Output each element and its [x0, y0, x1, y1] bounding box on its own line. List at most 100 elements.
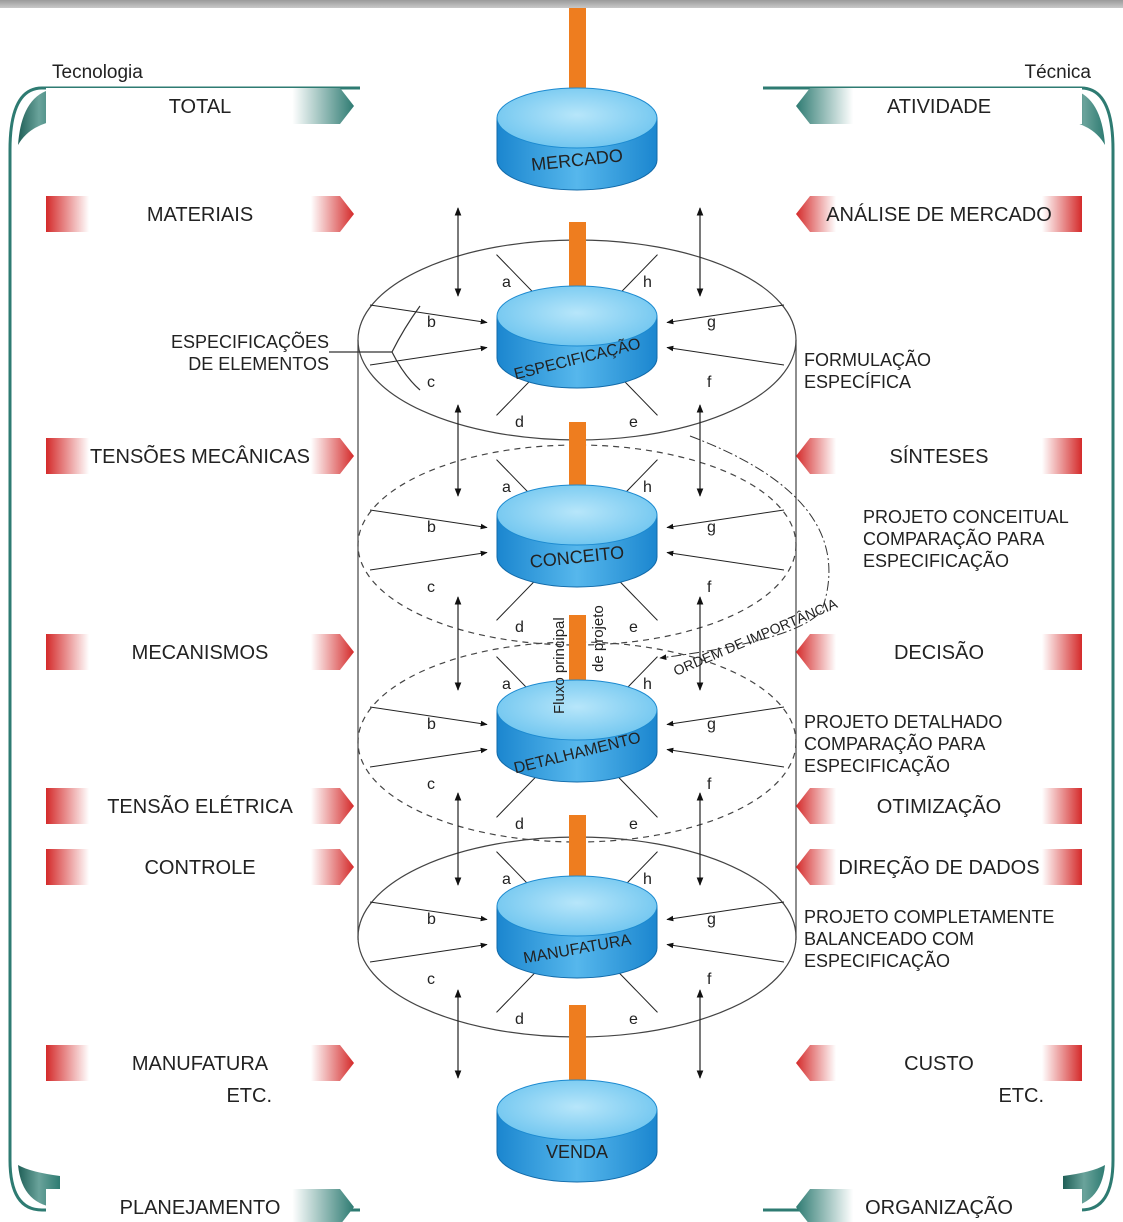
- disc-top: [496, 285, 658, 347]
- ellipse-detalhamento: [357, 641, 797, 843]
- right-banner-3-shape: [796, 788, 1082, 824]
- interaction-arrow: [611, 769, 658, 818]
- interaction-letter-a: a: [502, 479, 511, 496]
- spec-elements-line-1: ESPECIFICAÇÕES: [171, 331, 329, 352]
- importance-arc: [659, 435, 830, 660]
- interaction-arrow: [666, 550, 785, 571]
- right-banner-2-label: DECISÃO: [894, 640, 984, 664]
- spec-elements-line-2: DE ELEMENTOS: [188, 354, 329, 374]
- left-banner-1-label: TENSÕES MECÂNICAS: [90, 444, 310, 468]
- interaction-arrow: [666, 901, 785, 922]
- interaction-letter-c: c: [427, 579, 435, 596]
- ellipse-conceito: [357, 444, 797, 646]
- desc-conceitual-1: PROJETO CONCEITUAL: [863, 507, 1069, 527]
- stage-disc-1: ESPECIFICAÇÃO: [496, 285, 658, 389]
- interaction-arrow: [369, 550, 488, 571]
- right-top-banner: ATIVIDADE: [796, 88, 1082, 124]
- right-top-banner-shape: [796, 88, 1082, 124]
- interaction-arrow: [369, 942, 488, 963]
- flow-arrow-shaft: [569, 1005, 586, 1091]
- left-banner-3: TENSÃO ELÉTRICA: [46, 788, 354, 824]
- left-banner-1: TENSÕES MECÂNICAS: [46, 438, 354, 474]
- right-top-banner-label: ATIVIDADE: [887, 96, 991, 118]
- flow-arrow-shaft: [569, 8, 586, 94]
- left-banner-2-shape: [46, 634, 354, 670]
- interaction-arrow: [666, 942, 785, 963]
- right-banner-5: CUSTO: [796, 1045, 1082, 1081]
- left-banner-5-shape: [46, 1045, 354, 1081]
- left-banner-2-label: MECANISMOS: [132, 642, 269, 664]
- left-banner-5-label: MANUFATURA: [132, 1053, 269, 1075]
- interaction-letter-c: c: [427, 776, 435, 793]
- interaction-letter-h: h: [643, 479, 652, 496]
- flow-label-line-2: de projeto: [590, 605, 607, 672]
- interaction-arrow: [666, 345, 785, 366]
- flow-arrow-shaft: [569, 615, 586, 701]
- interaction-letter-b: b: [427, 314, 436, 331]
- banners: MATERIAIS TENSÕES MECÂNICAS MECANISMOS TENS…: [46, 88, 1082, 1222]
- left-banner-4-shape: [46, 849, 354, 885]
- left-banner-2: MECANISMOS: [46, 634, 354, 670]
- desc-formulacao-2: ESPECÍFICA: [804, 372, 911, 392]
- left-banner-0: MATERIAIS: [46, 196, 354, 232]
- interaction-letter-g: g: [707, 911, 716, 928]
- left-banner-4: CONTROLE: [46, 849, 354, 885]
- left-banner-1-shape: [46, 438, 354, 474]
- interaction-letter-d: d: [515, 1011, 524, 1028]
- right-banner-2-shape: [796, 634, 1082, 670]
- interaction-letter-h: h: [643, 871, 652, 888]
- interaction-letter-f: f: [707, 776, 712, 793]
- left-bottom-banner-shape: [46, 1189, 354, 1222]
- disc-top: [496, 484, 658, 546]
- interaction-letter-e: e: [629, 816, 638, 833]
- top-border-bar: [0, 0, 1123, 8]
- interaction-arrow: [496, 769, 543, 818]
- right-banner-0-label: ANÁLISE DE MERCADO: [826, 203, 1052, 226]
- right-heading: Técnica: [1024, 62, 1091, 83]
- left-bottom-banner-label: PLANEJAMENTO: [120, 1197, 281, 1219]
- left-top-banner-shape: [46, 88, 354, 124]
- interaction-letter-a: a: [502, 676, 511, 693]
- interaction-letter-b: b: [427, 911, 436, 928]
- right-banner-0: ANÁLISE DE MERCADO: [796, 196, 1082, 232]
- left-bottom-banner: PLANEJAMENTO: [46, 1189, 354, 1222]
- disc-top: [496, 87, 658, 149]
- right-banner-5-shape: [796, 1045, 1082, 1081]
- interaction-letter-b: b: [427, 716, 436, 733]
- interaction-letter-b: b: [427, 519, 436, 536]
- desc-balanceado-2: BALANCEADO COM: [804, 929, 974, 949]
- interaction-letter-e: e: [629, 619, 638, 636]
- right-banner-4-shape: [796, 849, 1082, 885]
- disc-top: [496, 679, 658, 741]
- desc-detalhado-2: COMPARAÇÃO PARA: [804, 733, 985, 754]
- left-top-banner-label: TOTAL: [169, 96, 232, 118]
- left-bracket-line: [8, 86, 360, 1212]
- interaction-arrow: [369, 706, 488, 727]
- interaction-letter-g: g: [707, 314, 716, 331]
- desc-balanceado-1: PROJETO COMPLETAMENTE: [804, 907, 1054, 927]
- importance-arc-line: [659, 435, 830, 660]
- interaction-arrow: [369, 509, 488, 530]
- left-banner-3-shape: [46, 788, 354, 824]
- left-banner-0-shape: [46, 196, 354, 232]
- interaction-letter-g: g: [707, 519, 716, 536]
- right-bracket-line: [763, 86, 1115, 1212]
- left-banner-0-label: MATERIAIS: [147, 204, 253, 226]
- interaction-letter-h: h: [643, 274, 652, 291]
- disc-top: [496, 875, 658, 937]
- stage-disc-2: CONCEITO: [496, 484, 658, 588]
- left-top-banner: TOTAL: [46, 88, 354, 124]
- right-banner-0-shape: [796, 196, 1082, 232]
- interaction-letter-c: c: [427, 971, 435, 988]
- stage-disc-0: MERCADO: [496, 87, 658, 191]
- interaction-letter-e: e: [629, 414, 638, 431]
- left-heading: Tecnologia: [52, 62, 143, 83]
- stage-label-venda: VENDA: [546, 1142, 608, 1162]
- interaction-arrow: [666, 747, 785, 768]
- right-banner-1: SÍNTESES: [796, 438, 1082, 474]
- interaction-arrow: [666, 509, 785, 530]
- interaction-arrow: [369, 901, 488, 922]
- left-banner-3-label: TENSÃO ELÉTRICA: [107, 794, 293, 818]
